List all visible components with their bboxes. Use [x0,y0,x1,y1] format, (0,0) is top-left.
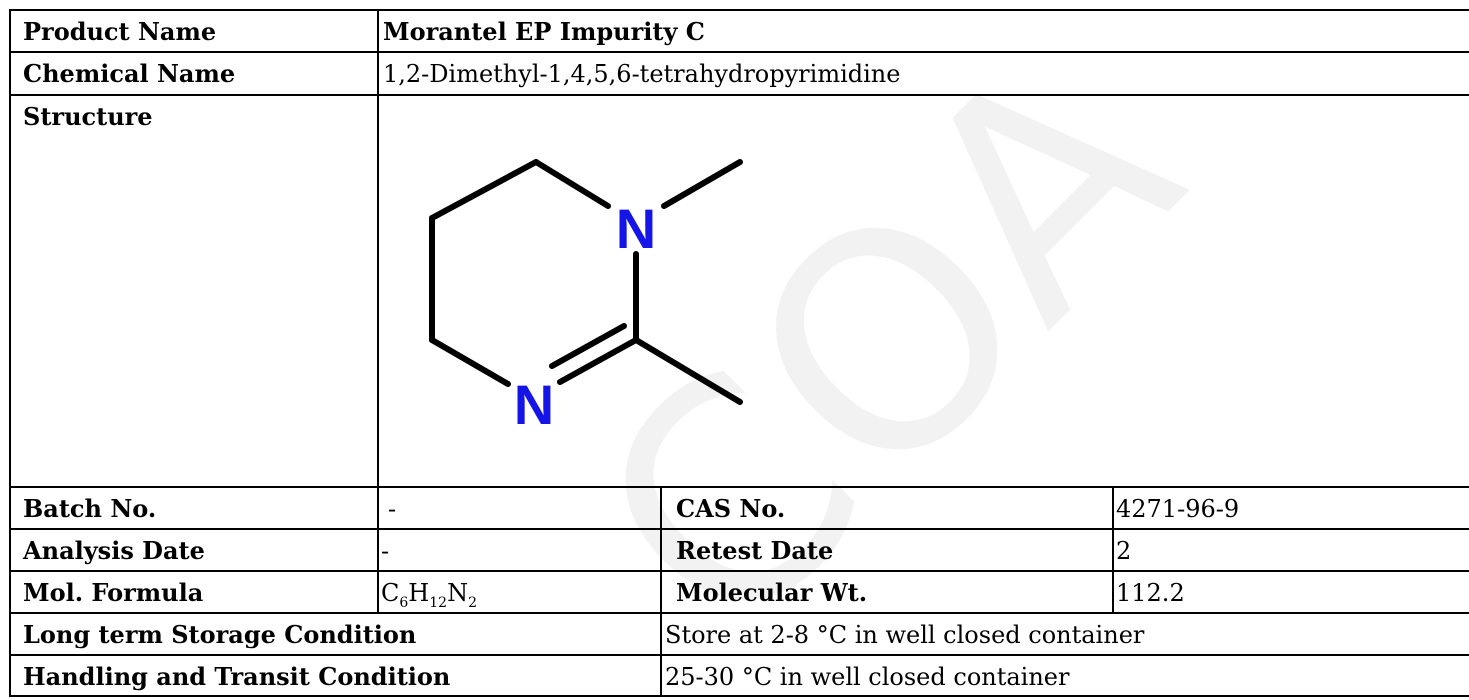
grid-line [9,654,1469,656]
grid-line [9,695,1469,697]
grid-line [9,612,1469,614]
grid-line [660,486,662,697]
molecular-wt-label: Molecular Wt. [676,578,868,607]
grid-line [377,486,379,614]
chemical-structure-image: N N [429,159,743,436]
mol-formula-label: Mol. Formula [23,578,204,607]
grid-line [1112,486,1114,614]
grid-line [9,51,1469,53]
product-name-label: Product Name [23,17,217,46]
formula-element: N [447,579,469,607]
chemical-name-label: Chemical Name [23,59,236,88]
formula-subscript: 2 [468,594,477,611]
grid-line [377,9,379,488]
grid-line [9,9,1469,11]
handling-condition-value: 25-30 °C in well closed container [665,663,1070,691]
formula-subscript: 6 [399,594,409,611]
chemical-name-value: 1,2-Dimethyl-1,4,5,6-tetrahydropyrimidin… [383,60,901,88]
mol-formula-value: C6H12N2 [381,578,477,611]
grid-line [9,528,1469,530]
grid-line [9,9,11,697]
nitrogen-atom-label: N [616,197,656,260]
cas-no-value: 4271-96-9 [1116,495,1240,523]
cas-no-label: CAS No. [676,494,786,523]
formula-element: H [408,579,430,607]
grid-line [9,94,1469,96]
handling-condition-label: Handling and Transit Condition [23,662,451,691]
analysis-date-label: Analysis Date [23,536,205,565]
grid-line [9,486,1469,488]
batch-no-label: Batch No. [23,494,157,523]
product-name-value: Morantel EP Impurity C [383,17,705,46]
nitrogen-atom-label: N [514,373,554,436]
analysis-date-value: - [381,537,390,565]
molecular-wt-value: 112.2 [1116,579,1185,607]
structure-label: Structure [23,102,153,131]
storage-condition-value: Store at 2-8 °C in well closed container [665,621,1145,649]
storage-condition-label: Long term Storage Condition [23,620,417,649]
retest-date-value: 2 [1116,537,1132,565]
retest-date-label: Retest Date [676,536,834,565]
batch-no-value: - [388,495,397,523]
formula-element: C [381,579,400,607]
formula-subscript: 12 [429,594,448,611]
grid-line [9,570,1469,572]
